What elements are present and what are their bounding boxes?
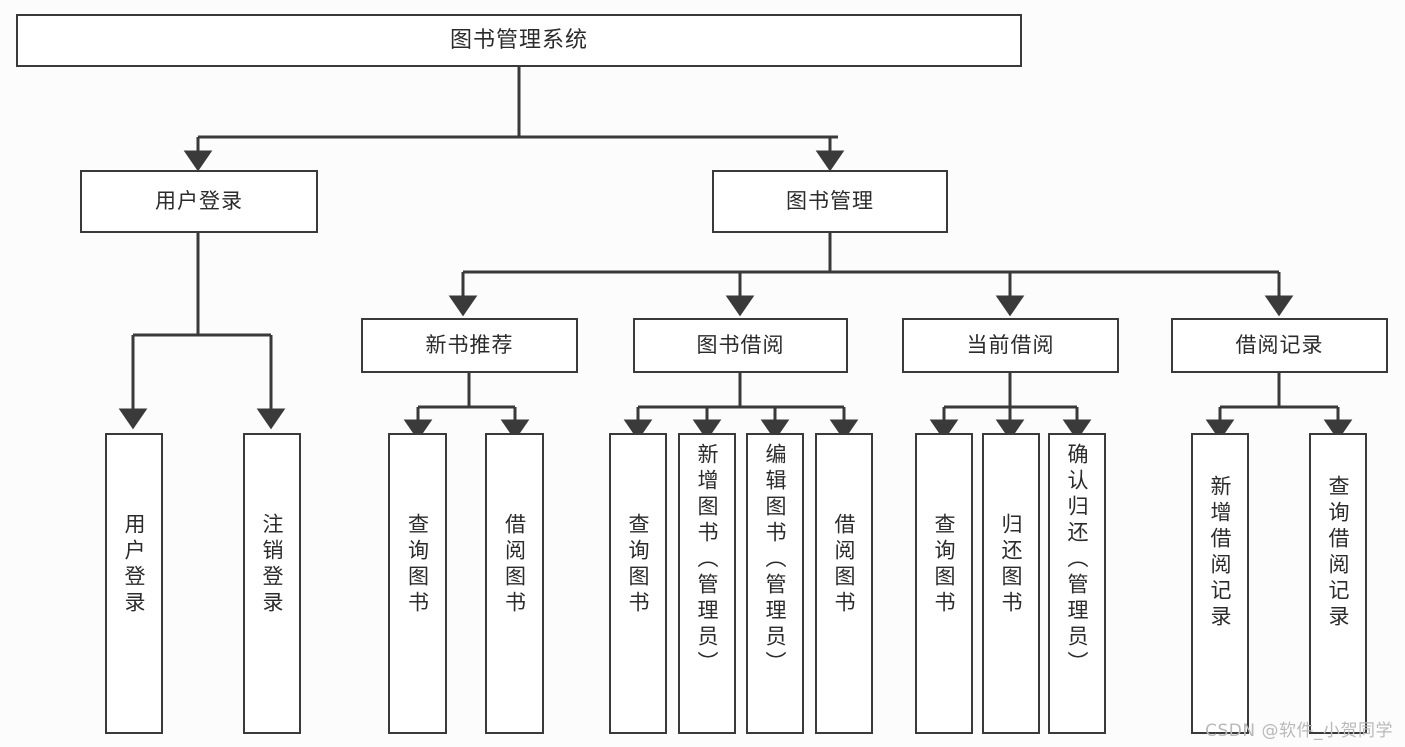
leaf-query-book-1[interactable]: 查询图书 <box>388 433 447 734</box>
leaf-borrow-book-1[interactable]: 借阅图书 <box>485 433 544 734</box>
node-borrow-record-label: 借阅记录 <box>1235 333 1324 357</box>
csdn-watermark: CSDN @软件_小贺同学 <box>1205 721 1393 741</box>
node-book-borrow-label: 图书借阅 <box>696 333 785 357</box>
leaf-add-book[interactable]: 新增图书（管理员） <box>678 433 736 734</box>
node-new-book-recommend-label: 新书推荐 <box>425 333 514 357</box>
leaf-query-book-2-label: 查询图书 <box>626 513 651 617</box>
leaf-query-borrow-record-label: 查询借阅记录 <box>1326 475 1351 631</box>
leaf-borrow-book-2-label: 借阅图书 <box>832 513 857 617</box>
leaf-confirm-return[interactable]: 确认归还（管理员） <box>1048 433 1106 734</box>
node-user-login-label: 用户登录 <box>155 189 243 213</box>
leaf-query-book-3-label: 查询图书 <box>932 513 957 617</box>
leaf-return-book-label: 归还图书 <box>999 513 1024 617</box>
node-current-borrow[interactable]: 当前借阅 <box>902 318 1119 373</box>
node-book-borrow[interactable]: 图书借阅 <box>633 318 848 373</box>
leaf-user-login[interactable]: 用户登录 <box>105 433 163 734</box>
node-book-manage[interactable]: 图书管理 <box>712 170 948 233</box>
node-root[interactable]: 图书管理系统 <box>16 14 1022 67</box>
leaf-query-borrow-record[interactable]: 查询借阅记录 <box>1309 433 1367 734</box>
leaf-user-login-label: 用户登录 <box>122 513 147 617</box>
node-user-login[interactable]: 用户登录 <box>80 170 318 233</box>
leaf-logout-login-label: 注销登录 <box>260 513 285 617</box>
node-borrow-record[interactable]: 借阅记录 <box>1171 318 1388 373</box>
node-new-book-recommend[interactable]: 新书推荐 <box>361 318 578 373</box>
leaf-add-borrow-record-label: 新增借阅记录 <box>1208 475 1233 631</box>
node-root-label: 图书管理系统 <box>449 27 588 53</box>
leaf-confirm-return-label: 确认归还（管理员） <box>1065 443 1090 677</box>
leaf-query-book-2[interactable]: 查询图书 <box>609 433 667 734</box>
leaf-return-book[interactable]: 归还图书 <box>982 433 1040 734</box>
leaf-edit-book-label: 编辑图书（管理员） <box>763 443 788 677</box>
leaf-add-borrow-record[interactable]: 新增借阅记录 <box>1191 433 1249 734</box>
leaf-logout-login[interactable]: 注销登录 <box>243 433 301 734</box>
leaf-edit-book[interactable]: 编辑图书（管理员） <box>746 433 804 734</box>
leaf-query-book-1-label: 查询图书 <box>405 513 430 617</box>
node-current-borrow-label: 当前借阅 <box>966 333 1055 357</box>
leaf-query-book-3[interactable]: 查询图书 <box>915 433 973 734</box>
leaf-add-book-label: 新增图书（管理员） <box>695 443 720 677</box>
node-book-manage-label: 图书管理 <box>786 189 874 213</box>
leaf-borrow-book-1-label: 借阅图书 <box>502 513 527 617</box>
leaf-borrow-book-2[interactable]: 借阅图书 <box>815 433 873 734</box>
